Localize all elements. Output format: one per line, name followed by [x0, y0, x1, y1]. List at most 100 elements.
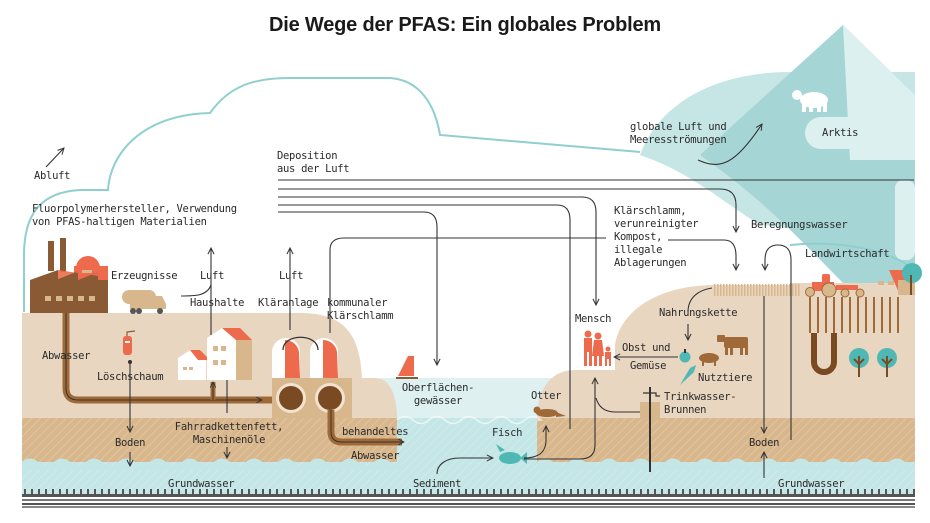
bedrock-tick	[206, 489, 208, 494]
farm-post	[881, 297, 883, 333]
bedrock-tick	[871, 489, 873, 494]
bedrock-tick	[157, 489, 159, 494]
bedrock-tick	[857, 489, 859, 494]
crop-stalk	[786, 284, 788, 296]
bedrock-tick	[318, 489, 320, 494]
bedrock-tick	[682, 489, 684, 494]
bedrock-tick	[388, 489, 390, 494]
label-trinkwasser-brunnen: Trinkwasser- Brunnen	[664, 391, 737, 416]
crop-stalk	[747, 284, 749, 296]
otter-icon	[533, 406, 566, 417]
bedrock-tick	[115, 489, 117, 494]
bedrock-tick	[283, 489, 285, 494]
bedrock-tick	[38, 489, 40, 494]
bedrock-tick	[129, 489, 131, 494]
u-pipe-icon	[811, 333, 837, 375]
bedrock-tick	[185, 489, 187, 494]
bedrock-tick	[493, 489, 495, 494]
bedrock-tick	[164, 489, 166, 494]
page-title: Die Wege der PFAS: Ein globales Problem	[269, 14, 661, 36]
farm-post	[833, 297, 835, 333]
bedrock-tick	[577, 489, 579, 494]
bedrock-tick	[661, 489, 663, 494]
bedrock-tick	[773, 489, 775, 494]
deposition-line-2	[278, 188, 736, 232]
bedrock-tick	[108, 489, 110, 494]
crop-stalk	[720, 284, 722, 296]
bedrock-tick	[227, 489, 229, 494]
bedrock-tick	[745, 489, 747, 494]
bedrock-tick	[780, 489, 782, 494]
bedrock-tick	[759, 489, 761, 494]
bedrock	[22, 494, 915, 508]
bedrock-tick	[409, 489, 411, 494]
farm-post	[825, 297, 827, 333]
bedrock-tick	[444, 489, 446, 494]
bedrock-tick	[262, 489, 264, 494]
label-deposition: Deposition aus der Luft	[277, 150, 350, 175]
bedrock-tick	[486, 489, 488, 494]
tanker-truck-icon	[122, 290, 166, 314]
label-fahrradkettenfett: Fahrradkettenfett, Maschinenöle	[174, 421, 284, 446]
crop-stalk	[738, 284, 740, 296]
bedrock-tick	[451, 489, 453, 494]
label-gemuese: Gemüse	[630, 360, 667, 372]
crop-stalk	[792, 284, 794, 296]
apple-icon	[679, 349, 691, 363]
wastewater-pipe	[62, 313, 404, 446]
bedrock-tick	[66, 489, 68, 494]
bedrock-tick	[906, 489, 908, 494]
crop-stalk	[783, 284, 785, 296]
bedrock-tick	[710, 489, 712, 494]
tractor-icon	[805, 274, 865, 298]
bedrock-tick	[892, 489, 894, 494]
bedrock-ticks	[24, 489, 915, 494]
bedrock-tick	[738, 489, 740, 494]
factory-icon	[30, 238, 108, 313]
farm-post	[841, 297, 843, 333]
farm-post	[873, 297, 875, 333]
bedrock-tick	[430, 489, 432, 494]
bedrock-tick	[521, 489, 523, 494]
label-beregnungswasser: Beregnungswasser	[751, 219, 848, 231]
bedrock-tick	[815, 489, 817, 494]
bedrock-tick	[416, 489, 418, 494]
bedrock-tick	[899, 489, 901, 494]
label-otter: Otter	[531, 390, 562, 402]
bedrock-tick	[87, 489, 89, 494]
crop-stalk	[717, 284, 719, 296]
label-erzeugnisse: Erzeugnisse	[111, 270, 178, 282]
bedrock-tick	[178, 489, 180, 494]
label-haushalte: Haushalte	[190, 297, 245, 309]
well-mensch-arrow	[595, 397, 640, 413]
bedrock-tick	[374, 489, 376, 494]
bedrock-tick	[654, 489, 656, 494]
bedrock-tick	[241, 489, 243, 494]
bedrock-tick	[591, 489, 593, 494]
bedrock-tick	[423, 489, 425, 494]
bedrock-tick	[80, 489, 82, 494]
crop-stalk	[726, 284, 728, 296]
crop-stalk	[762, 284, 764, 296]
houses-icon	[178, 328, 252, 380]
crop-stalk	[771, 284, 773, 296]
bedrock-tick	[437, 489, 439, 494]
deposition-line-5	[278, 211, 437, 365]
bedrock-tick	[605, 489, 607, 494]
bedrock-tick	[794, 489, 796, 494]
bedrock-tick	[304, 489, 306, 494]
well-icon	[640, 387, 660, 472]
bedrock-tick	[73, 489, 75, 494]
bedrock-tick	[766, 489, 768, 494]
deposition-line-4	[278, 204, 571, 429]
bedrock-tick	[143, 489, 145, 494]
bedrock-tick	[332, 489, 334, 494]
bedrock-tick	[724, 489, 726, 494]
bedrock-tick	[549, 489, 551, 494]
crop-stalk	[723, 284, 725, 296]
bedrock-tick	[311, 489, 313, 494]
bedrock-tick	[822, 489, 824, 494]
label-grundwasser-left: Grundwasser	[168, 478, 235, 490]
arctic-label-bg	[805, 117, 915, 149]
